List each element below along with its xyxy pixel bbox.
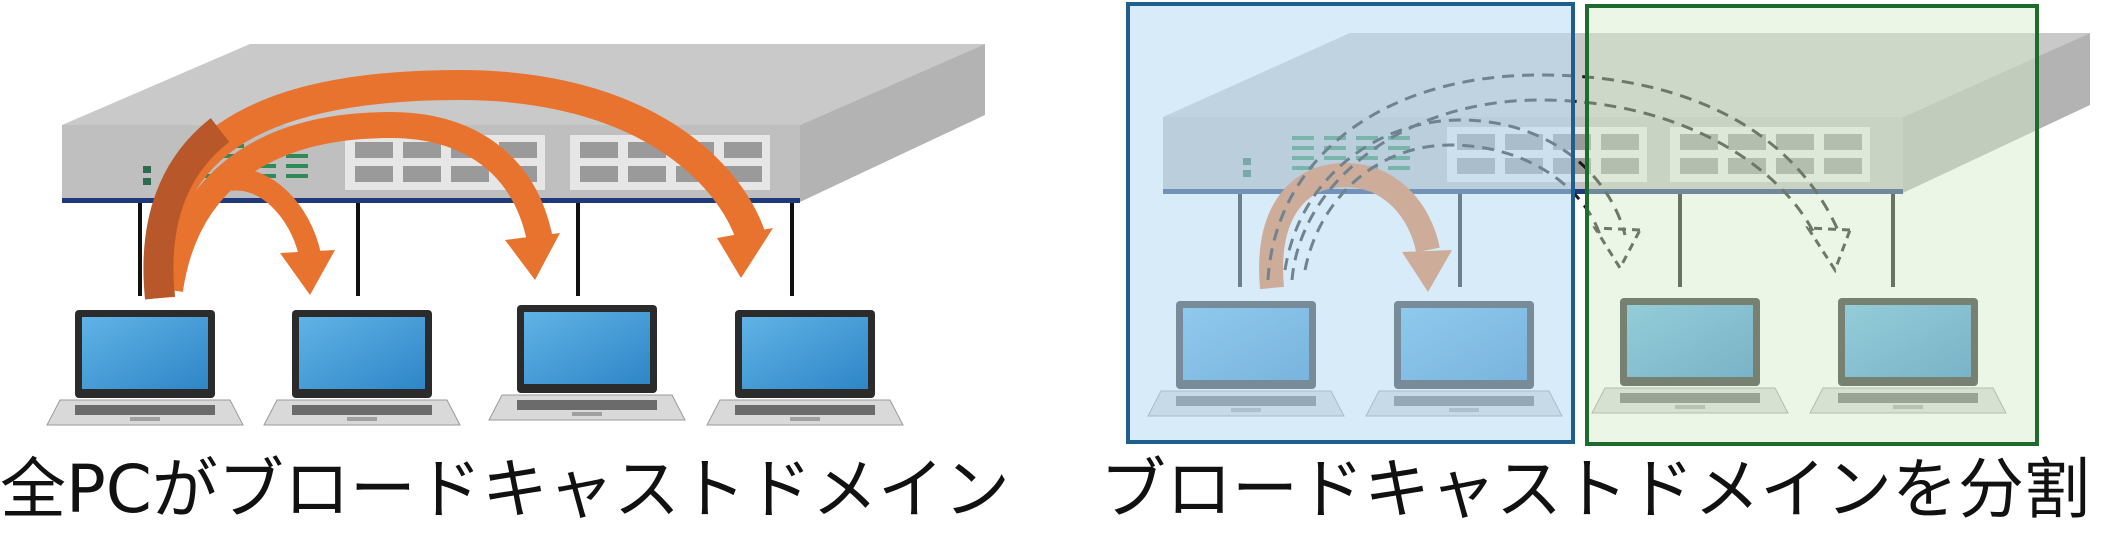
laptop-icon [263,310,461,426]
caption-split-broadcast-domain: ブロードキャストドメインを分割 [1100,451,2090,528]
laptop-icon [488,305,686,421]
broadcast-domain-b [1585,4,2039,446]
cables [138,203,794,296]
broadcast-domain-a [1126,2,1575,444]
laptop-icon [706,310,904,426]
broadcast-arrows [143,69,773,300]
laptop-icon [46,310,244,426]
laptop-icon [1809,298,2007,414]
caption-all-pcs-broadcast-domain: 全PCがブロードキャストドメイン [0,451,1010,528]
left-panel [46,44,985,426]
laptop-icon [1591,298,1789,414]
right-panel [1126,2,2090,446]
